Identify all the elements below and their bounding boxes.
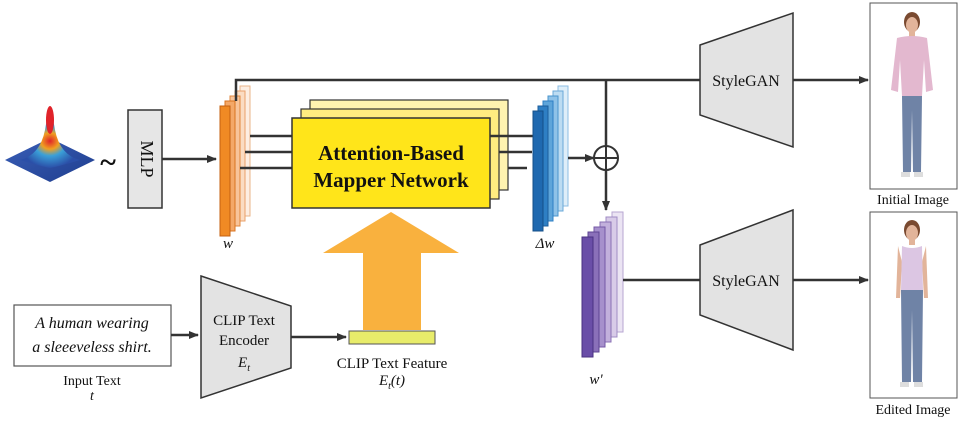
sampling-tilde: ~ [100,146,116,179]
gaussian-distribution-icon [5,106,95,182]
clip-feature-caption: CLIP Text Feature [337,356,448,372]
w-prime-stack [581,211,624,358]
clip-encoder-line2: Encoder [219,333,269,349]
latent-w-stack [219,85,251,237]
stylegan-top-block: StyleGAN [699,11,794,149]
mapper-to-delta-connectors [490,134,538,170]
person-figure-edited [896,220,928,387]
clip-encoder-symbol: Et [237,355,250,374]
sum-operator [593,145,619,171]
stylegan-top-label: StyleGAN [712,73,780,90]
input-text-symbol: t [90,389,95,404]
conditioning-arrow [323,212,459,330]
clip-text-feature-bar [348,330,436,345]
mapper-network: Attention-Based Mapper Network [291,99,509,209]
input-text-box: A human wearing a sleeeveless shirt. [13,304,172,367]
input-text-line1: A human wearing [34,315,148,332]
delta-w-stack [532,85,569,232]
w-to-mapper-connectors [240,134,292,170]
initial-image-caption: Initial Image [877,193,949,208]
edited-image [869,211,958,399]
input-text-line2: a sleeeveless shirt. [32,339,152,356]
w-prime-label: w' [589,372,603,388]
initial-image [869,2,958,190]
latent-w-label: w [223,236,233,252]
mapper-title-line2: Mapper Network [313,168,469,192]
clip-encoder-line1: CLIP Text [213,313,276,329]
w-bypass-line [234,78,700,101]
mlp-label: MLP [137,140,157,177]
delta-w-label: Δw [535,236,555,252]
clip-text-encoder: CLIP Text Encoder Et [200,274,292,400]
person-figure-initial [891,12,933,177]
mlp-block: MLP [127,109,163,209]
stylegan-bottom-label: StyleGAN [712,273,780,290]
clip-feature-symbol: Et(t) [378,373,405,392]
stylegan-bottom-block: StyleGAN [699,208,794,352]
mapper-title-line1: Attention-Based [318,141,464,165]
edited-image-caption: Edited Image [875,403,950,418]
input-text-caption: Input Text [63,374,121,389]
